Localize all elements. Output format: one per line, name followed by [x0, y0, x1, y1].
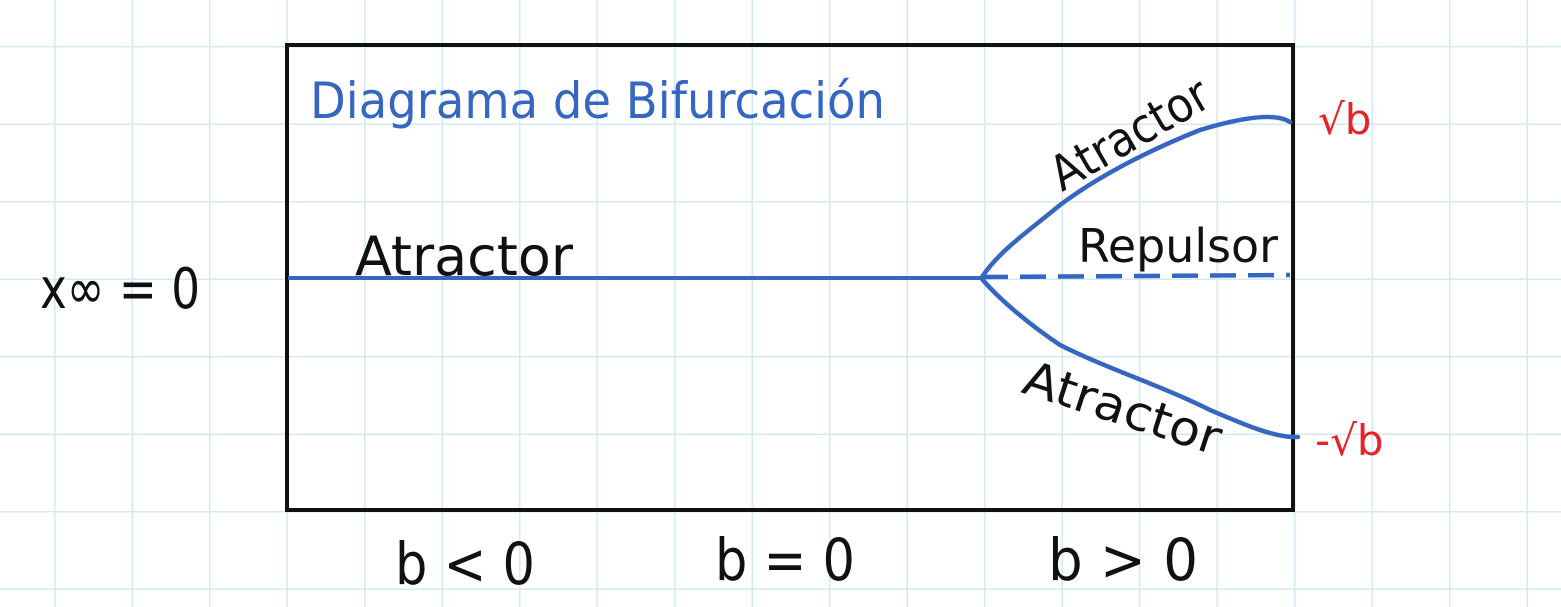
endpoint-lower: -√b [1315, 416, 1384, 465]
lower-stable-branch [979, 276, 1301, 440]
unstable-branch-zero [981, 272, 1291, 280]
label-repulsor: Repulsor [1078, 219, 1278, 273]
region-label-positive: b > 0 [1048, 526, 1198, 594]
endpoint-upper: √b [1318, 95, 1371, 144]
diagram-title: Diagrama de Bifurcación [310, 72, 885, 130]
region-label-zero: b = 0 [715, 526, 855, 594]
y-axis-label: x∞ = 0 [40, 257, 200, 322]
label-lower-attractor: Atractor [1016, 350, 1229, 467]
label-left-attractor: Atractor [355, 225, 574, 288]
diagram-frame [285, 43, 1295, 512]
upper-stable-branch [979, 114, 1293, 280]
region-label-negative: b < 0 [395, 530, 535, 598]
